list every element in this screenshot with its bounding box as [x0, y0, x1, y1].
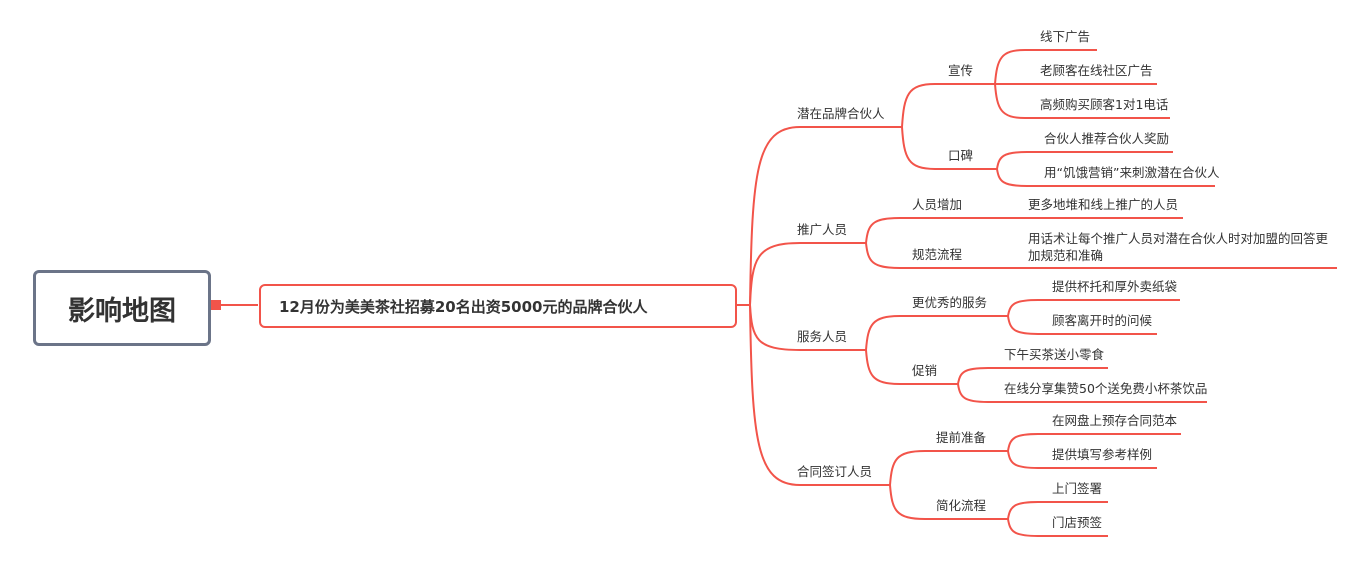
- branch-line: [749, 242, 866, 306]
- topic-leaf[interactable]: 老顾客在线社区广告: [1040, 63, 1153, 78]
- central-topic[interactable]: 12月份为美美茶社招募20名出资5000元的品牌合伙人: [259, 284, 737, 328]
- leaf-line: [994, 49, 1097, 85]
- subbranch-line: [889, 450, 1008, 486]
- leaf-line: [994, 83, 1170, 119]
- leaf-line: [1007, 518, 1108, 537]
- topic-level2[interactable]: 提前准备: [936, 430, 987, 445]
- topic-level2[interactable]: 宣传: [948, 63, 974, 78]
- topic-level2[interactable]: 人员增加: [912, 197, 963, 212]
- leaf-line: [1007, 433, 1181, 452]
- subbranch-line: [865, 315, 1008, 351]
- branch-line: [749, 304, 890, 486]
- topic-level2[interactable]: 规范流程: [912, 247, 963, 262]
- root-topic-label: 影响地图: [68, 295, 176, 327]
- collapse-toggle-icon[interactable]: [210, 300, 221, 310]
- leaf-line: [957, 367, 1108, 385]
- topic-leaf[interactable]: 用“饥饿营销”来刺激潜在合伙人: [1044, 165, 1220, 180]
- subbranch-line: [865, 217, 1020, 244]
- topic-level2[interactable]: 简化流程: [936, 498, 987, 513]
- topic-leaf[interactable]: 下午买茶送小零食: [1004, 347, 1105, 362]
- branch-line: [749, 126, 902, 306]
- topic-leaf[interactable]: 提供杯托和厚外卖纸袋: [1052, 279, 1178, 294]
- topic-level1[interactable]: 合同签订人员: [797, 464, 873, 479]
- root-topic[interactable]: 影响地图: [33, 270, 211, 346]
- subbranch-line: [889, 484, 1008, 520]
- topic-leaf[interactable]: 高频购买顾客1对1电话: [1040, 97, 1169, 112]
- central-topic-label: 12月份为美美茶社招募20名出资5000元的品牌合伙人: [279, 297, 648, 316]
- leaf-line: [996, 168, 1215, 187]
- topic-leaf[interactable]: 合伙人推荐合伙人奖励: [1044, 131, 1170, 146]
- topic-leaf[interactable]: 在网盘上预存合同范本: [1052, 413, 1178, 428]
- subbranch-line: [865, 242, 1020, 269]
- topic-leaf[interactable]: 用话术让每个推广人员对潜在合伙人时对加盟的回答更加规范和准确: [1028, 231, 1329, 263]
- subbranch-line: [865, 349, 958, 385]
- leaf-line: [1007, 501, 1108, 520]
- subbranch-line: [901, 83, 995, 128]
- topic-leaf[interactable]: 线下广告: [1040, 29, 1091, 44]
- topic-leaf[interactable]: 在线分享集赞50个送免费小杯茶饮品: [1004, 381, 1208, 396]
- leaf-line: [1007, 315, 1157, 335]
- topic-level2[interactable]: 促销: [912, 363, 938, 378]
- topic-leaf[interactable]: 上门签署: [1052, 481, 1103, 496]
- leaf-line: [957, 383, 1207, 403]
- topic-leaf[interactable]: 更多地堆和线上推广的人员: [1028, 197, 1179, 212]
- topic-level2[interactable]: 更优秀的服务: [912, 295, 988, 310]
- leaf-line: [1007, 450, 1157, 469]
- topic-leaf[interactable]: 顾客离开时的问候: [1052, 313, 1153, 328]
- topic-level1[interactable]: 服务人员: [797, 329, 848, 344]
- topic-leaf[interactable]: 门店预签: [1052, 515, 1103, 530]
- leaf-line: [1007, 299, 1180, 317]
- topic-leaf[interactable]: 提供填写参考样例: [1052, 447, 1153, 462]
- topic-level1[interactable]: 推广人员: [797, 222, 848, 237]
- topic-level2[interactable]: 口碑: [948, 148, 974, 163]
- leaf-line: [996, 151, 1173, 170]
- topic-level1[interactable]: 潜在品牌合伙人: [797, 106, 885, 121]
- subbranch-line: [901, 126, 997, 170]
